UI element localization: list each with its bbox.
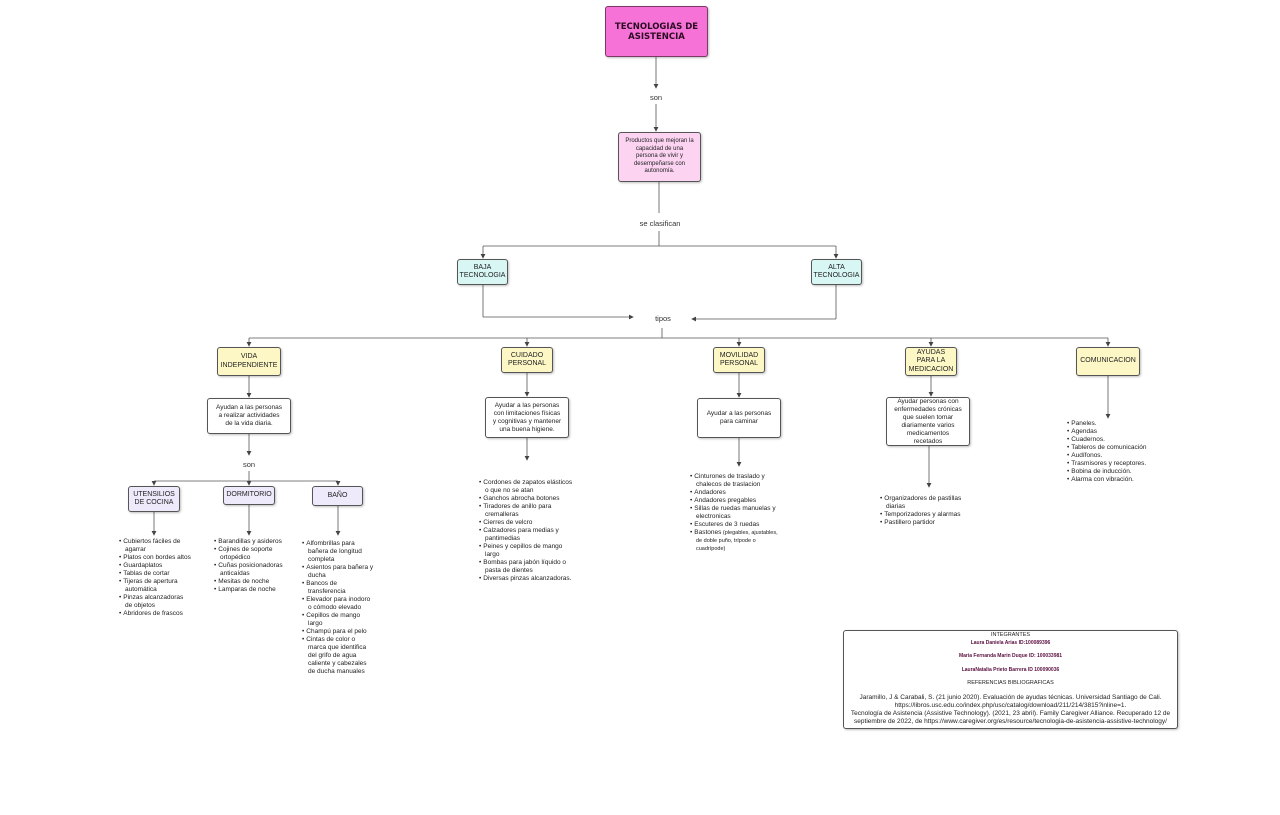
list-item: Calzadores para medias y pantimedias — [479, 527, 577, 543]
list-item: Bancos de transferencia — [302, 580, 374, 596]
list-item: Andadores — [690, 489, 782, 497]
list-item: Lamparas de noche — [214, 586, 288, 594]
list-item: Organizadores de pastillas diarias — [880, 495, 970, 511]
desc-ayudas-medicacion: Ayudar personas con enfermedades crónica… — [886, 397, 970, 446]
connector-son: son — [649, 93, 663, 102]
list-item: Alarma con vibración. — [1067, 476, 1175, 484]
desc-movilidad-personal: Ayudar a las personas para caminar — [697, 398, 781, 438]
list-item: Pastillero partidor — [880, 519, 970, 527]
category-cuidado-personal: CUIDADO PERSONAL — [501, 347, 553, 373]
list-item: Asientos para bañera y ducha — [302, 564, 374, 580]
list-item: Cuadernos. — [1067, 436, 1175, 444]
integrantes-box: INTEGRANTES Laura Daniela Arias ID:10008… — [843, 630, 1178, 729]
subcategory-title: UTENSILIOS DE COCINA — [133, 490, 175, 507]
list-item: Platos con bordes altos — [119, 554, 191, 562]
list-ayudas-medicacion: Organizadores de pastillas diarias Tempo… — [880, 495, 970, 527]
list-item: Cintas de color o marca que identifica d… — [302, 636, 374, 676]
list-movilidad-personal: Cinturones de traslado y chalecos de tra… — [690, 473, 782, 553]
list-bano: Alfombrillas para bañera de longitud com… — [302, 540, 374, 676]
alta-tecnologia-node: ALTA TECNOLOGIA — [811, 259, 862, 285]
list-item: Ganchos abrocha botones — [479, 495, 577, 503]
list-item: Cojines de soporte ortopédico — [214, 546, 288, 562]
list-item: Alfombrillas para bañera de longitud com… — [302, 540, 374, 564]
baja-tecnologia-node: BAJA TECNOLOGIA — [457, 259, 508, 285]
member-name: Laura Daniela Arias ID:100089396 — [970, 639, 1051, 646]
refs-heading: REFERENCIAS BIBLIOGRAFICAS — [967, 680, 1054, 686]
integrantes-heading: INTEGRANTES — [990, 632, 1031, 638]
list-item: Bastones (plegables, ajustables, de dobl… — [690, 529, 782, 553]
category-description: Ayudar a las personas con limitaciones f… — [492, 401, 562, 433]
list-item: Paneles. — [1067, 420, 1175, 428]
list-item: Cuñas posicionadoras anticaídas — [214, 562, 288, 578]
list-item: Abridores de frascos — [119, 610, 191, 618]
list-item: Temporizadores y alarmas — [880, 511, 970, 519]
reference-entry: Jaramillo, J & Carabali, S. (21 junio 20… — [859, 693, 1162, 709]
sub-dormitorio: DORMITORIO — [223, 486, 275, 505]
reference-entry: Tecnología de Asistencia (Assistive Tech… — [850, 709, 1171, 725]
desc-vida-independiente: Ayudan a las personas a realizar activid… — [207, 398, 291, 434]
list-item: Tablas de cortar — [119, 570, 191, 578]
list-item: Cordones de zapatos elásticos o que no s… — [479, 479, 577, 495]
category-comunicacion: COMUNICACION — [1076, 347, 1140, 376]
list-comunicacion: Paneles. Agendas Cuadernos. Tableros de … — [1067, 420, 1175, 484]
category-title: COMUNICACION — [1080, 357, 1136, 365]
list-utensilios-cocina: Cubiertos fáciles de agarrar Platos con … — [119, 538, 191, 618]
list-item: Escuteres de 3 ruedas — [690, 521, 782, 529]
baja-tecnologia-label: BAJA TECNOLOGIA — [459, 263, 506, 280]
alta-tecnologia-label: ALTA TECNOLOGIA — [813, 263, 860, 280]
definition-node: Productos que mejoran la capacidad de un… — [618, 132, 701, 182]
category-title: VIDA INDEPENDIENTE — [220, 353, 278, 369]
list-item: Tiradores de anillo para cremalleras — [479, 503, 577, 519]
list-item: Pinzas alcanzadoras de objetos — [119, 594, 191, 610]
list-item: Bobina de inducción. — [1067, 468, 1175, 476]
category-description: Ayudan a las personas a realizar activid… — [215, 404, 282, 427]
list-item: Barandillas y asideros — [214, 538, 288, 546]
category-movilidad-personal: MOVILIDAD PERSONAL — [713, 347, 765, 373]
bastones-label: Bastones — [694, 529, 722, 536]
member-name: Maria Fernanda Marin Duque ID: 100033981 — [958, 653, 1063, 659]
list-item: Diversas pinzas alcanzadoras. — [479, 575, 577, 583]
list-item: Guardaplatos — [119, 562, 191, 570]
category-description: Ayudar personas con enfermedades crónica… — [894, 397, 962, 445]
list-dormitorio: Barandillas y asideros Cojines de soport… — [214, 538, 288, 594]
list-item: Cubiertos fáciles de agarrar — [119, 538, 191, 554]
list-item: Cinturones de traslado y chalecos de tra… — [690, 473, 782, 489]
list-item: Trasmisores y receptores. — [1067, 460, 1175, 468]
list-item: Sillas de ruedas manuelas y electronicas — [690, 505, 782, 521]
list-item: Tableros de comunicación — [1067, 444, 1175, 452]
list-cuidado-personal: Cordones de zapatos elásticos o que no s… — [479, 479, 577, 583]
root-node: TECNOLOGIAS DE ASISTENCIA — [605, 6, 708, 57]
list-item: Mesitas de noche — [214, 578, 288, 586]
category-ayudas-medicacion: AYUDAS PARA LA MEDICACION — [905, 347, 957, 376]
member-name: LauraNatalia Prieto Barrera ID 100090036 — [961, 666, 1060, 673]
list-item: Audífonos. — [1067, 452, 1175, 460]
connector-se-clasifican: se clasifican — [639, 219, 681, 228]
list-item: Peines y cepillos de mango largo — [479, 543, 577, 559]
list-item: Elevador para inodoro o cómodo elevado — [302, 596, 374, 612]
category-description: Ayudar a las personas para caminar — [706, 410, 772, 425]
subcategory-title: BAÑO — [327, 491, 348, 499]
sub-utensilios-cocina: UTENSILIOS DE COCINA — [128, 486, 180, 512]
bastones-note: (plegables, ajustables, de doble puño, t… — [696, 530, 778, 552]
list-item: Bombas para jabón líquido o pasta de die… — [479, 559, 577, 575]
category-vida-independiente: VIDA INDEPENDIENTE — [217, 347, 281, 376]
list-item: Tijeras de apertura automática — [119, 578, 191, 594]
subcategory-title: DORMITORIO — [226, 491, 272, 499]
root-title: TECNOLOGIAS DE ASISTENCIA — [614, 21, 699, 42]
sub-bano: BAÑO — [312, 486, 363, 506]
definition-text: Productos que mejoran la capacidad de un… — [625, 138, 694, 175]
list-item: Agendas — [1067, 428, 1175, 436]
list-item: Champú para el pelo — [302, 628, 374, 636]
list-item: Cepillos de mango largo — [302, 612, 374, 628]
category-title: AYUDAS PARA LA MEDICACION — [908, 348, 954, 373]
category-title: MOVILIDAD PERSONAL — [719, 351, 759, 368]
desc-cuidado-personal: Ayudar a las personas con limitaciones f… — [485, 397, 569, 438]
connector-tipos: tipos — [655, 314, 671, 323]
list-item: Andadores pregables — [690, 497, 782, 505]
list-item: Cierres de velcro — [479, 519, 577, 527]
category-title: CUIDADO PERSONAL — [507, 351, 547, 368]
connector-son-2: son — [242, 460, 256, 469]
